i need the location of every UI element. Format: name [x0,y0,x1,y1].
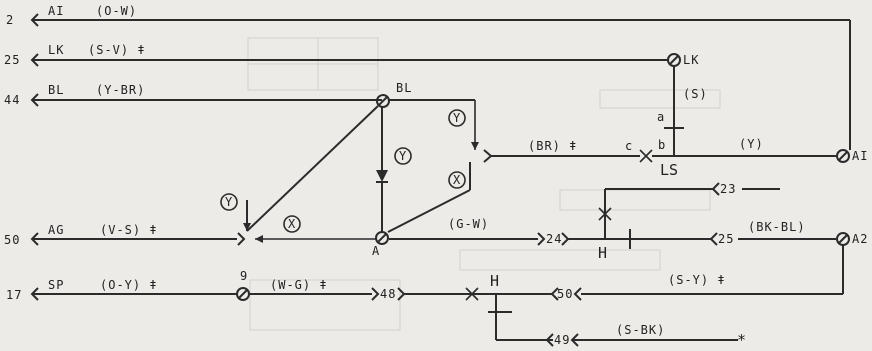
terminal-name: AI [48,4,64,18]
wire-color-label: (S-Y) ǂ [668,273,726,287]
connector-label: 50 [557,287,573,301]
background-ghost-table [247,37,721,331]
wire-color-label: (S) [683,87,708,101]
wire-color-label: (W-G) ǂ [270,278,328,292]
svg-text:X: X [288,217,296,231]
terminal-name: BL [48,83,64,97]
terminal-number: 50 [4,233,20,247]
wire-color-label: (O-Y) ǂ [100,278,158,292]
wire-color-label: (Y-BR) [96,83,145,97]
connector-br [483,149,493,163]
switch-label: LS [660,161,678,179]
svg-text:Y: Y [399,149,407,163]
wire-color-label: (O-W) [96,4,137,18]
wire-color-label: (G-W) [448,217,489,231]
switch-terminal-a: a [657,110,665,124]
connector-23 [711,182,720,196]
connector-label: 48 [380,287,396,301]
splice-x-icon [465,287,479,301]
h-label: H [598,244,607,262]
node-ai-label: AI [852,149,868,163]
terminal-name: SP [48,278,64,292]
wire-color-label: (S-BK) [616,323,665,337]
connector-48 [371,287,380,301]
terminal-number: 44 [4,93,20,107]
connector-end-ag [237,232,246,246]
terminal-number: 17 [6,288,22,302]
connector-label: 24 [546,232,562,246]
wire-color-label: (BR) ǂ [528,139,577,153]
switch-terminal-b: b [658,138,666,152]
circled-label-x-1: X [448,171,466,189]
splice-x-icon [598,207,612,221]
wire-color-label: (Y) [739,137,764,151]
switch-terminal-c: c [625,139,633,153]
connector-49 [545,333,554,347]
wire-color-label: (BK-BL) [748,220,806,234]
terminal-2-arrow [30,13,850,27]
diode-icon [376,170,388,182]
terminal-name: AG [48,223,64,237]
wire-color-label: (V-S) ǂ [100,223,158,237]
terminal-25-arrow [30,53,668,67]
h-label: H [490,272,499,290]
connector-label: 49 [554,333,570,347]
circled-label-x-2: X [283,215,301,233]
connector-24 [537,232,546,246]
svg-text:Y: Y [225,195,233,209]
node-bl-label: BL [396,81,412,95]
circled-label-y-3: Y [220,193,238,211]
terminal-number: 2 [6,13,14,27]
node-a2-label: A2 [852,232,868,246]
node-lk-label: LK [683,53,699,67]
circled-label-y-1: Y [448,109,466,127]
terminal-50-arrow [30,232,237,246]
terminal-name: LK [48,43,64,57]
terminal-17-arrow [30,287,237,301]
svg-text:Y: Y [453,111,461,125]
node-a [375,231,389,245]
node-a-label: A [372,244,380,258]
terminal-number: 25 [4,53,20,67]
splice-x-icon [639,149,653,163]
terminal-44-arrow [30,93,382,107]
wire-color-label: (S-V) ǂ [88,43,146,57]
connector-50 [573,287,582,301]
circled-label-y-2: Y [394,147,412,165]
connector-25 [709,232,718,246]
connector-label: 23 [720,182,736,196]
connector-label: 25 [718,232,734,246]
node-9-label: 9 [240,269,248,283]
node-ai [836,149,850,163]
svg-text:X: X [453,173,461,187]
star-marker: * [737,331,746,349]
